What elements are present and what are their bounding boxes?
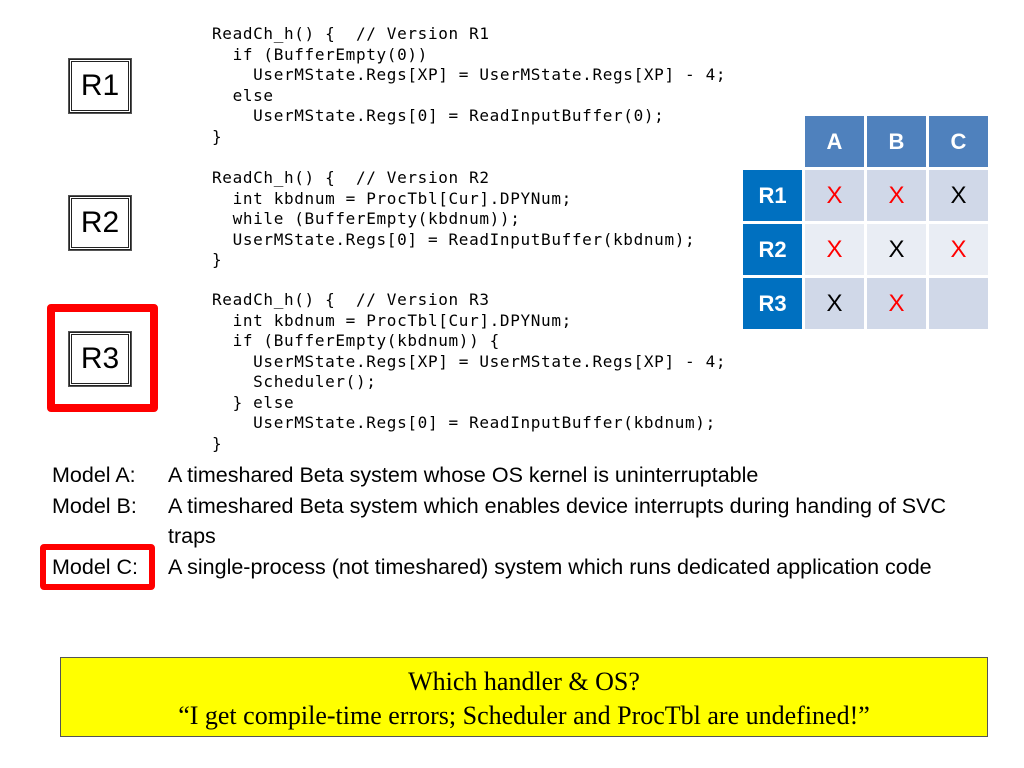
cross-mark: X (888, 235, 905, 263)
model-description: A timeshared Beta system whose OS kernel… (168, 463, 759, 487)
code-r1: ReadCh_h() { // Version R1 if (BufferEmp… (212, 24, 727, 146)
col-header-a: A (805, 116, 864, 167)
model-label: Model B: (52, 493, 137, 518)
handler-label-r3: R3 (69, 332, 131, 386)
r3-highlight-frame (47, 304, 158, 412)
handler-label-r2: R2 (69, 196, 131, 250)
model-b: Model B: A timeshared Beta system which … (52, 491, 968, 552)
model-list: Model A: A timeshared Beta system whose … (52, 460, 968, 583)
question-line-2: “I get compile-time errors; Scheduler an… (178, 701, 870, 730)
cross-mark: X (826, 181, 843, 209)
model-label: Model A: (52, 463, 136, 487)
table-corner (743, 116, 802, 167)
question-line-1: Which handler & OS? (408, 667, 640, 696)
table-row: R2 X X X (743, 224, 988, 275)
handler-label-r1: R1 (69, 59, 131, 113)
cross-mark: X (826, 235, 843, 263)
cross-mark: X (950, 235, 967, 263)
model-c: Model C: A single-process (not timeshare… (52, 552, 968, 583)
model-a: Model A: A timeshared Beta system whose … (52, 460, 968, 491)
cross-mark: X (888, 289, 905, 317)
row-header-r2: R2 (743, 224, 802, 275)
cross-mark: X (826, 289, 843, 317)
model-label: Model C: (52, 555, 139, 580)
table-row: R1 X X X (743, 170, 988, 221)
model-c-highlight-frame (40, 544, 155, 590)
col-header-c: C (929, 116, 988, 167)
row-header-r1: R1 (743, 170, 802, 221)
code-r2: ReadCh_h() { // Version R2 int kbdnum = … (212, 168, 696, 269)
table-row: R3 X X (743, 278, 988, 329)
question-box: Which handler & OS? “I get compile-time … (60, 657, 988, 737)
row-header-r3: R3 (743, 278, 802, 329)
compatibility-table: A B C R1 X X X R2 X X X R3 X X (740, 113, 991, 332)
model-description: A timeshared Beta system which enables d… (168, 493, 947, 549)
col-header-b: B (867, 116, 926, 167)
model-description: A single-process (not timeshared) system… (168, 555, 932, 580)
code-r3: ReadCh_h() { // Version R3 int kbdnum = … (212, 290, 727, 453)
cross-mark: X (888, 181, 905, 209)
cross-mark: X (950, 181, 967, 209)
